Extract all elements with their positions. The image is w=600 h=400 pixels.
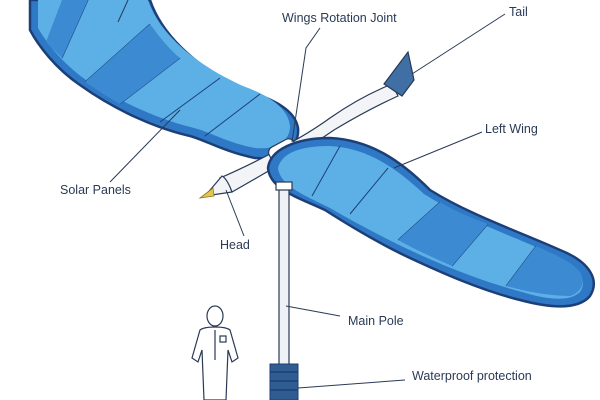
right-wing-panel-divider-4 xyxy=(159,77,221,123)
leader-rotation-joint xyxy=(291,27,321,143)
right-wing-panel-divider-5 xyxy=(204,93,261,137)
waterproof-base xyxy=(269,363,299,400)
human-pocket xyxy=(219,335,227,343)
left-wing-panel-dark xyxy=(398,202,488,266)
label-main-pole: Main Pole xyxy=(348,314,404,328)
human-figure xyxy=(191,305,239,400)
leader-main-pole xyxy=(285,305,341,317)
leader-waterproof xyxy=(297,379,406,389)
label-solar-panels: Solar Panels xyxy=(60,183,131,197)
leader-solar-panels xyxy=(109,109,181,183)
main-pole xyxy=(275,181,293,367)
label-waterproof: Waterproof protection xyxy=(412,369,532,383)
label-head: Head xyxy=(220,238,250,252)
right-wing-panel-dark-2 xyxy=(85,24,180,104)
left-wing-panel-divider-1 xyxy=(311,145,341,197)
label-left-wing: Left Wing xyxy=(485,122,538,136)
leader-head xyxy=(225,189,245,237)
tail-fin xyxy=(383,50,415,97)
leader-tail xyxy=(411,13,506,75)
leader-left-wing xyxy=(393,131,483,169)
human-head xyxy=(206,305,224,327)
right-wing xyxy=(28,0,300,160)
pole-shaft xyxy=(278,185,290,367)
left-wing-panel-dark-2 xyxy=(506,246,583,296)
left-wing-panel-divider-2 xyxy=(349,167,389,215)
waterproof-sleeve xyxy=(269,363,299,400)
leader-top-panel xyxy=(117,0,129,23)
leader-lines xyxy=(109,0,506,389)
right-wing-panel-dark xyxy=(46,0,88,58)
left-wing xyxy=(266,136,595,308)
pole-top-cap xyxy=(275,181,293,191)
labels: Wings Rotation Joint Tail Left Wing Sola… xyxy=(60,5,538,383)
beak xyxy=(198,187,215,199)
right-wing-panels xyxy=(38,0,290,149)
human-torso xyxy=(191,326,239,400)
label-rotation-joint: Wings Rotation Joint xyxy=(282,11,397,25)
label-tail: Tail xyxy=(509,5,528,19)
